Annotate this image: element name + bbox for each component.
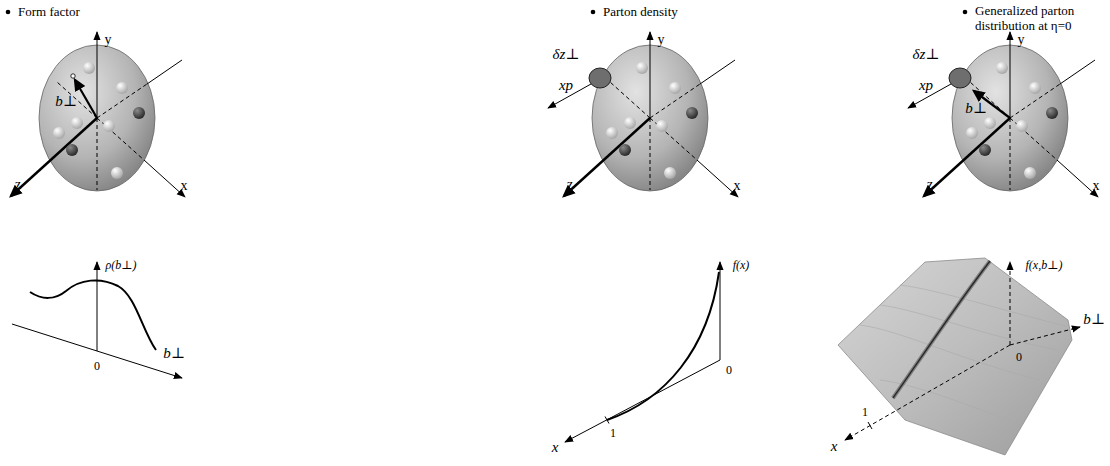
form-factor-proton — [11, 32, 185, 197]
graph-axis — [1010, 327, 1080, 345]
math-symbol: b⊥ — [55, 93, 77, 110]
axis-label: x — [1093, 178, 1100, 194]
parton-density-graph — [565, 262, 720, 442]
math-symbol: b⊥ — [163, 345, 185, 362]
surface-ridge — [893, 261, 990, 398]
bullet — [591, 10, 596, 15]
impact-parameter-arrow — [75, 80, 97, 118]
panel-heading: Parton density — [603, 5, 678, 20]
panel-heading: Generalized parton distribution at η=0 — [975, 4, 1105, 34]
bullet — [963, 10, 968, 15]
gpd-surface-graph — [838, 258, 1080, 455]
proton-ellipsoid — [924, 32, 1098, 197]
graph-axis — [12, 324, 182, 378]
proton-ellipsoid — [564, 32, 738, 197]
bullet — [6, 10, 11, 15]
graph-axis-title: f(x,b⊥) — [1026, 259, 1063, 273]
tick-mark — [868, 422, 872, 429]
tick-number: 1 — [610, 427, 616, 441]
proton-ellipsoid — [11, 32, 185, 197]
mesh-line — [900, 285, 1066, 326]
math-symbol: δz⊥ — [913, 46, 940, 63]
gpd-proton — [924, 32, 1098, 197]
surface-ridge — [893, 261, 990, 398]
form-factor-graph — [12, 262, 182, 378]
density-curve — [30, 280, 156, 350]
math-symbol: b⊥ — [965, 100, 987, 117]
axis-label: z — [927, 177, 933, 193]
axis-label: z — [15, 177, 21, 193]
gpd-surface — [838, 258, 1072, 455]
axis-label: x — [181, 178, 188, 194]
tick-number: 1 — [862, 406, 868, 420]
tick-number: 0 — [1016, 351, 1022, 365]
density-curve — [607, 272, 719, 420]
axis-label: x — [734, 178, 741, 194]
axis-label: y — [658, 32, 665, 48]
math-symbol: xp — [559, 77, 573, 94]
graph-axis-title: ρ(b⊥) — [105, 259, 136, 273]
point-marker — [71, 74, 75, 78]
math-symbol: δz⊥ — [553, 46, 580, 63]
graph-axis-title: f(x) — [733, 259, 750, 273]
tick-number: 0 — [94, 360, 100, 374]
math-symbol: x — [552, 439, 559, 456]
math-symbol: x — [831, 438, 838, 455]
tick-number: 0 — [726, 364, 732, 378]
parton-density-proton — [564, 32, 738, 197]
math-symbol: xp — [919, 77, 933, 94]
transverse-patch — [589, 68, 611, 88]
mesh-line — [880, 305, 1058, 350]
graph-axis — [565, 360, 720, 442]
axis-label: y — [1018, 32, 1025, 48]
mesh-line — [860, 325, 1040, 380]
axis-label: z — [567, 177, 573, 193]
math-symbol: b⊥ — [1083, 311, 1105, 328]
axis-label: y — [105, 32, 112, 48]
graph-axis — [720, 262, 721, 360]
transverse-patch — [949, 68, 971, 88]
graph-axis — [845, 345, 1010, 440]
graph-axis — [1010, 262, 1011, 345]
surface-mesh — [860, 285, 1066, 425]
graph-axis — [97, 262, 98, 351]
panel-heading: Form factor — [18, 5, 80, 20]
